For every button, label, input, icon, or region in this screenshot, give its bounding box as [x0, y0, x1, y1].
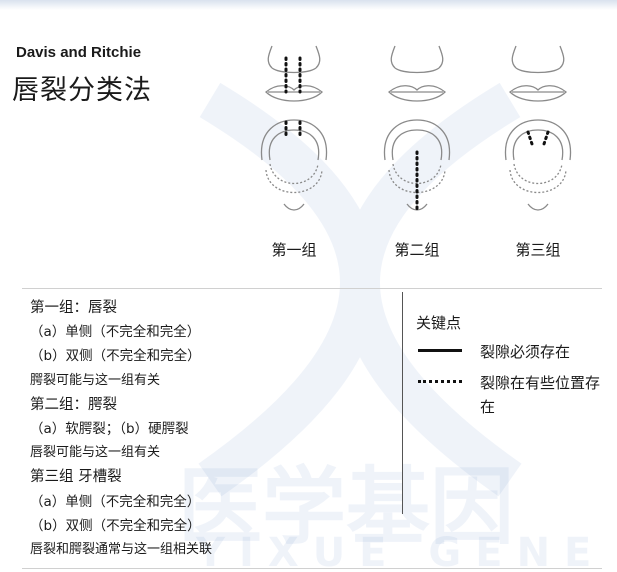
key-item-dotted: 裂隙在有些位置存在 — [418, 371, 600, 419]
solid-line-icon — [418, 349, 462, 352]
description-line: （a）软腭裂；（b）硬腭裂 — [30, 421, 189, 438]
figure-label-3: 第三组 — [515, 241, 561, 259]
description-line: 唇裂可能与这一组有关 — [30, 445, 161, 461]
description-line: （b）双侧（不完全和完全） — [30, 348, 201, 365]
description-line: （b）双侧（不完全和完全） — [30, 517, 201, 534]
author-label: Davis and Ritchie — [16, 44, 142, 61]
key-solid-text: 裂隙必须存在 — [480, 343, 571, 361]
cleft-palate-diagram-icon — [367, 40, 467, 220]
figure-label-2: 第二组 — [394, 241, 440, 259]
description-line: 腭裂可能与这一组有关 — [30, 372, 161, 388]
description-line: （a）单侧（不完全和完全） — [30, 493, 201, 510]
description-line: 唇裂和腭裂通常与这一组相关联 — [30, 542, 213, 558]
watermark-text: 医学基因 — [178, 458, 515, 556]
bottom-divider — [22, 568, 602, 569]
description-line: 第二组：腭裂 — [30, 396, 117, 413]
key-item-solid: 裂隙必须存在 — [418, 340, 600, 364]
column-divider — [402, 292, 403, 514]
watermark-dna-icon — [198, 82, 522, 497]
classification-description: 第一组：唇裂 （a）单侧（不完全和完全） （b）双侧（不完全和完全） 腭裂可能与… — [30, 296, 400, 562]
figure-label-1: 第一组 — [271, 241, 317, 259]
watermark-text-latin: YIXUE GENE — [196, 530, 606, 572]
description-line: 第一组：唇裂 — [30, 300, 117, 316]
key-title: 关键点 — [416, 314, 462, 332]
description-line: （a）单侧（不完全和完全） — [30, 324, 201, 341]
dotted-line-icon — [418, 380, 462, 383]
description-line: 第三组 牙槽裂 — [30, 469, 122, 486]
page-title: 唇裂分类法 — [12, 75, 152, 106]
alveolar-cleft-diagram-icon — [488, 40, 588, 220]
cleft-lip-diagram-icon — [244, 40, 344, 220]
top-rule — [0, 0, 617, 10]
section-divider — [22, 288, 602, 289]
key-dotted-text: 裂隙在有些位置存在 — [480, 374, 601, 416]
